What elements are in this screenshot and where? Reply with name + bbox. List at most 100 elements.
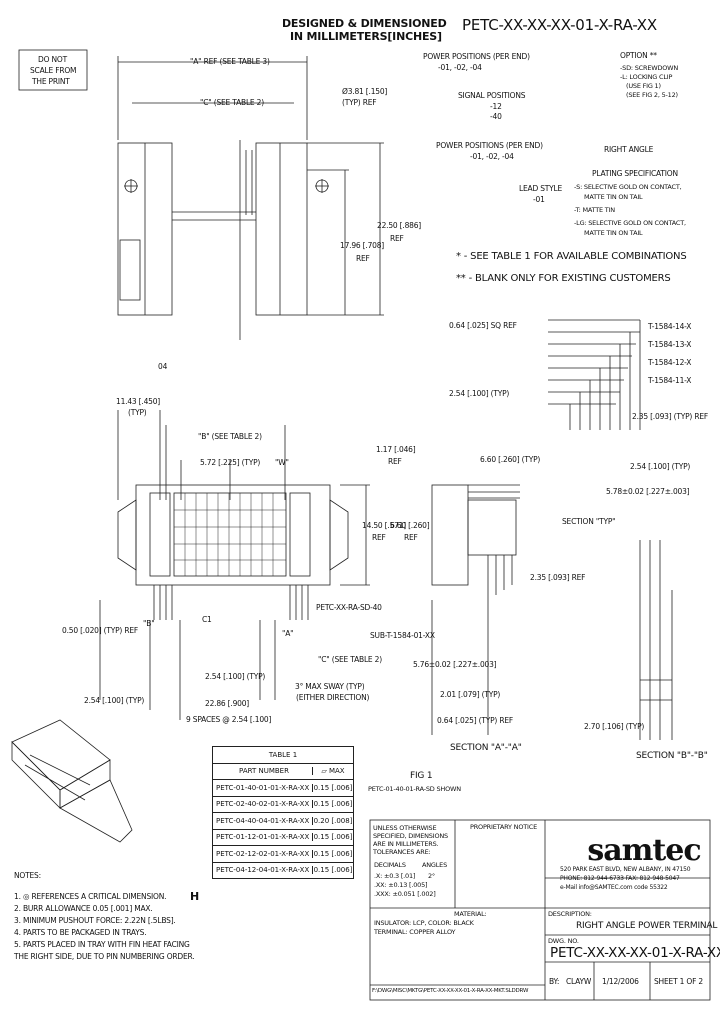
dim-660b-ref: REF (404, 533, 418, 542)
option-label: OPTION ** (620, 51, 657, 60)
isometric-view (11, 719, 133, 843)
designed-line1: DESIGNED & DIMENSIONED (282, 17, 447, 30)
table-cell-part: PETC-02-40-02-01-X-RA-XX (213, 800, 313, 809)
table-cell-part: PETC-01-12-01-01-X-RA-XX (213, 833, 313, 842)
dim-b-table: "B" (SEE TABLE 2) (198, 432, 262, 441)
dim-660b: 6.60 [.260] (390, 521, 430, 530)
note-2: 2. BURR ALLOWANCE 0.05 [.001] MAX. (14, 904, 153, 913)
dim-030: 0.50 [.020] (TYP) REF (62, 626, 139, 635)
material-insulator: INSULATOR: LCP, COLOR: BLACK (374, 919, 474, 927)
tol-row-1: .X: ±0.3 [.01] (374, 872, 416, 880)
note-4: 4. PARTS TO BE PACKAGED IN TRAYS. (14, 928, 147, 937)
table-cell-part: PETC-02-12-02-01-X-RA-XX (213, 849, 313, 858)
dim-hole: Ø3.81 [.150] (342, 87, 388, 96)
section-typ-view (548, 319, 641, 430)
h-mark: H (190, 890, 200, 903)
do-not-scale-1: DO NOT (38, 55, 67, 64)
section-aa: SECTION "A"-"A" (450, 743, 522, 753)
tol-row-2: .XX: ±0.13 [.005] (374, 881, 428, 889)
dim-spaces: 9 SPACES @ 2.54 [.100] (186, 715, 272, 724)
dim-hole-typ: (TYP) REF (342, 98, 377, 107)
right-angle: RIGHT ANGLE (604, 145, 654, 154)
terminal-t14: T-1584-14-X (648, 322, 692, 331)
section-typ: SECTION "TYP" (562, 517, 616, 526)
do-not-scale-2: SCALE FROM (30, 66, 77, 75)
plating-s: -S: SELECTIVE GOLD ON CONTACT, (574, 183, 682, 191)
table-cell-max: 0.15 [.006] (313, 783, 353, 792)
table-1-title-row: TABLE 1 (213, 747, 353, 763)
table-cell-part: PETC-04-12-04-01-X-RA-XX (213, 866, 313, 875)
table-cell-max: 0.20 [.008] (313, 816, 353, 825)
label-a: "A" (282, 629, 294, 638)
plating-s-tail: MATTE TIN ON TAIL (584, 193, 643, 201)
power-positions-2-values: -01, -02, -04 (470, 152, 514, 161)
front-view (117, 56, 384, 340)
footer-path: F:\DWG\MISC\MKTG\PETC-XX-XX-XX-01-X-RA-X… (372, 988, 529, 994)
description-value: RIGHT ANGLE POWER TERMINAL (576, 921, 718, 931)
dim-1450-ref: REF (372, 533, 386, 542)
tol-decimal-label: DECIMALS (374, 861, 406, 869)
dim-a-ref: "A" REF (SEE TABLE 3) (190, 57, 270, 66)
power-positions-1-values: -01, -02, -04 (438, 63, 482, 72)
table-1: TABLE 1 PART NUMBER ▱ MAX PETC-01-40-01-… (212, 746, 354, 879)
terminal-t12: T-1584-12-X (648, 358, 692, 367)
table-cell-max: 0.15 [.006] (313, 866, 353, 875)
dim-201: 2.01 [.079] (TYP) (440, 690, 501, 699)
dim-c-label: "C" (SEE TABLE 2) (318, 655, 382, 664)
blank-only-note: ** - BLANK ONLY FOR EXISTING CUSTOMERS (456, 273, 671, 284)
address-2: PHONE: 812-944-6733 FAX: 812-948-5047 (560, 875, 680, 882)
note-1: 1. ◎ REFERENCES A CRITICAL DIMENSION. (14, 892, 167, 901)
terminal-t11: T-1584-11-X (648, 376, 692, 385)
callout-04: 04 (158, 362, 168, 371)
power-positions-2: POWER POSITIONS (PER END) (436, 141, 543, 150)
tol-row-3: .XXX: ±0.051 [.002] (374, 890, 436, 898)
part-code-header: PETC-XX-XX-XX-01-X-RA-XX (462, 16, 657, 34)
callout-petc-sd: PETC-XX-RA-SD-40 (316, 603, 382, 612)
dim-c-table: "C" (SEE TABLE 2) (200, 98, 264, 107)
by-label: BY: (549, 977, 560, 986)
dim-660: 6.60 [.260] (TYP) (480, 455, 541, 464)
dim-sway2: (EITHER DIRECTION) (296, 693, 370, 702)
dim-254a: 2.54 [.100] (TYP) (205, 672, 266, 681)
address-1: 520 PARK EAST BLVD, NEW ALBANY, IN 47150 (560, 866, 691, 873)
lead-style-value: -01 (533, 195, 545, 204)
material-terminal: TERMINAL: COPPER ALLOY (374, 928, 456, 936)
dim-578: 5.78±0.02 [.227±.003] (606, 487, 690, 496)
plating-spec: PLATING SPECIFICATION (592, 169, 678, 178)
date-value: 1/12/2006 (602, 977, 639, 986)
notes-title: NOTES: (14, 871, 41, 880)
fig1-sub: PETC-01-40-01-RA-SD SHOWN (368, 785, 461, 793)
proprietary-notice: PROPRIETARY NOTICE (470, 823, 537, 831)
sheet-value: SHEET 1 OF 2 (654, 977, 703, 986)
table-1-col-part: PART NUMBER (213, 767, 313, 776)
table-1-col-max: ▱ MAX (321, 767, 345, 776)
dwg-label: DWG. NO. (548, 937, 579, 945)
signal-positions-12: -12 (490, 102, 502, 111)
dim-2286: 22.86 [.900] (205, 699, 250, 708)
terminal-t13: T-1584-13-X (648, 340, 692, 349)
note-3: 3. MINIMUM PUSHOUT FORCE: 2.22N [.5LBS]. (14, 916, 176, 925)
dim-235: 2.35 [.093] (TYP) REF (632, 412, 709, 421)
section-bb: SECTION "B"-"B" (636, 751, 708, 761)
samtec-logo: samtec (587, 833, 701, 868)
label-sub: SUB-T-1584-01-XX (370, 631, 435, 640)
table-cell-max: 0.15 [.006] (313, 849, 353, 858)
dim-1143: 11.43 [.450] (116, 397, 161, 406)
dim-254b: 2.54 [.100] (TYP) (84, 696, 145, 705)
dim-254d: 2.54 [.100] (TYP) (630, 462, 691, 471)
dim-064: 0.64 [.025] (TYP) REF (437, 716, 514, 725)
tol-angles-label: ANGLES (422, 861, 447, 869)
dim-1143-typ: (TYP) (128, 408, 147, 417)
see-table-note: * - SEE TABLE 1 FOR AVAILABLE COMBINATIO… (456, 251, 687, 262)
designed-line2: IN MILLIMETERS[INCHES] (290, 30, 442, 43)
description-label: DESCRIPTION: (548, 910, 592, 918)
label-b: "B" (143, 619, 155, 628)
dim-254c: 2.54 [.100] (TYP) (449, 389, 510, 398)
table-1-header-row: PART NUMBER ▱ MAX (213, 762, 353, 780)
option-sd: -SD: SCREWDOWN (620, 64, 679, 72)
table-cell-max: 0.15 [.006] (313, 800, 353, 809)
option-fig1: (USE FIG 1) (626, 82, 661, 90)
